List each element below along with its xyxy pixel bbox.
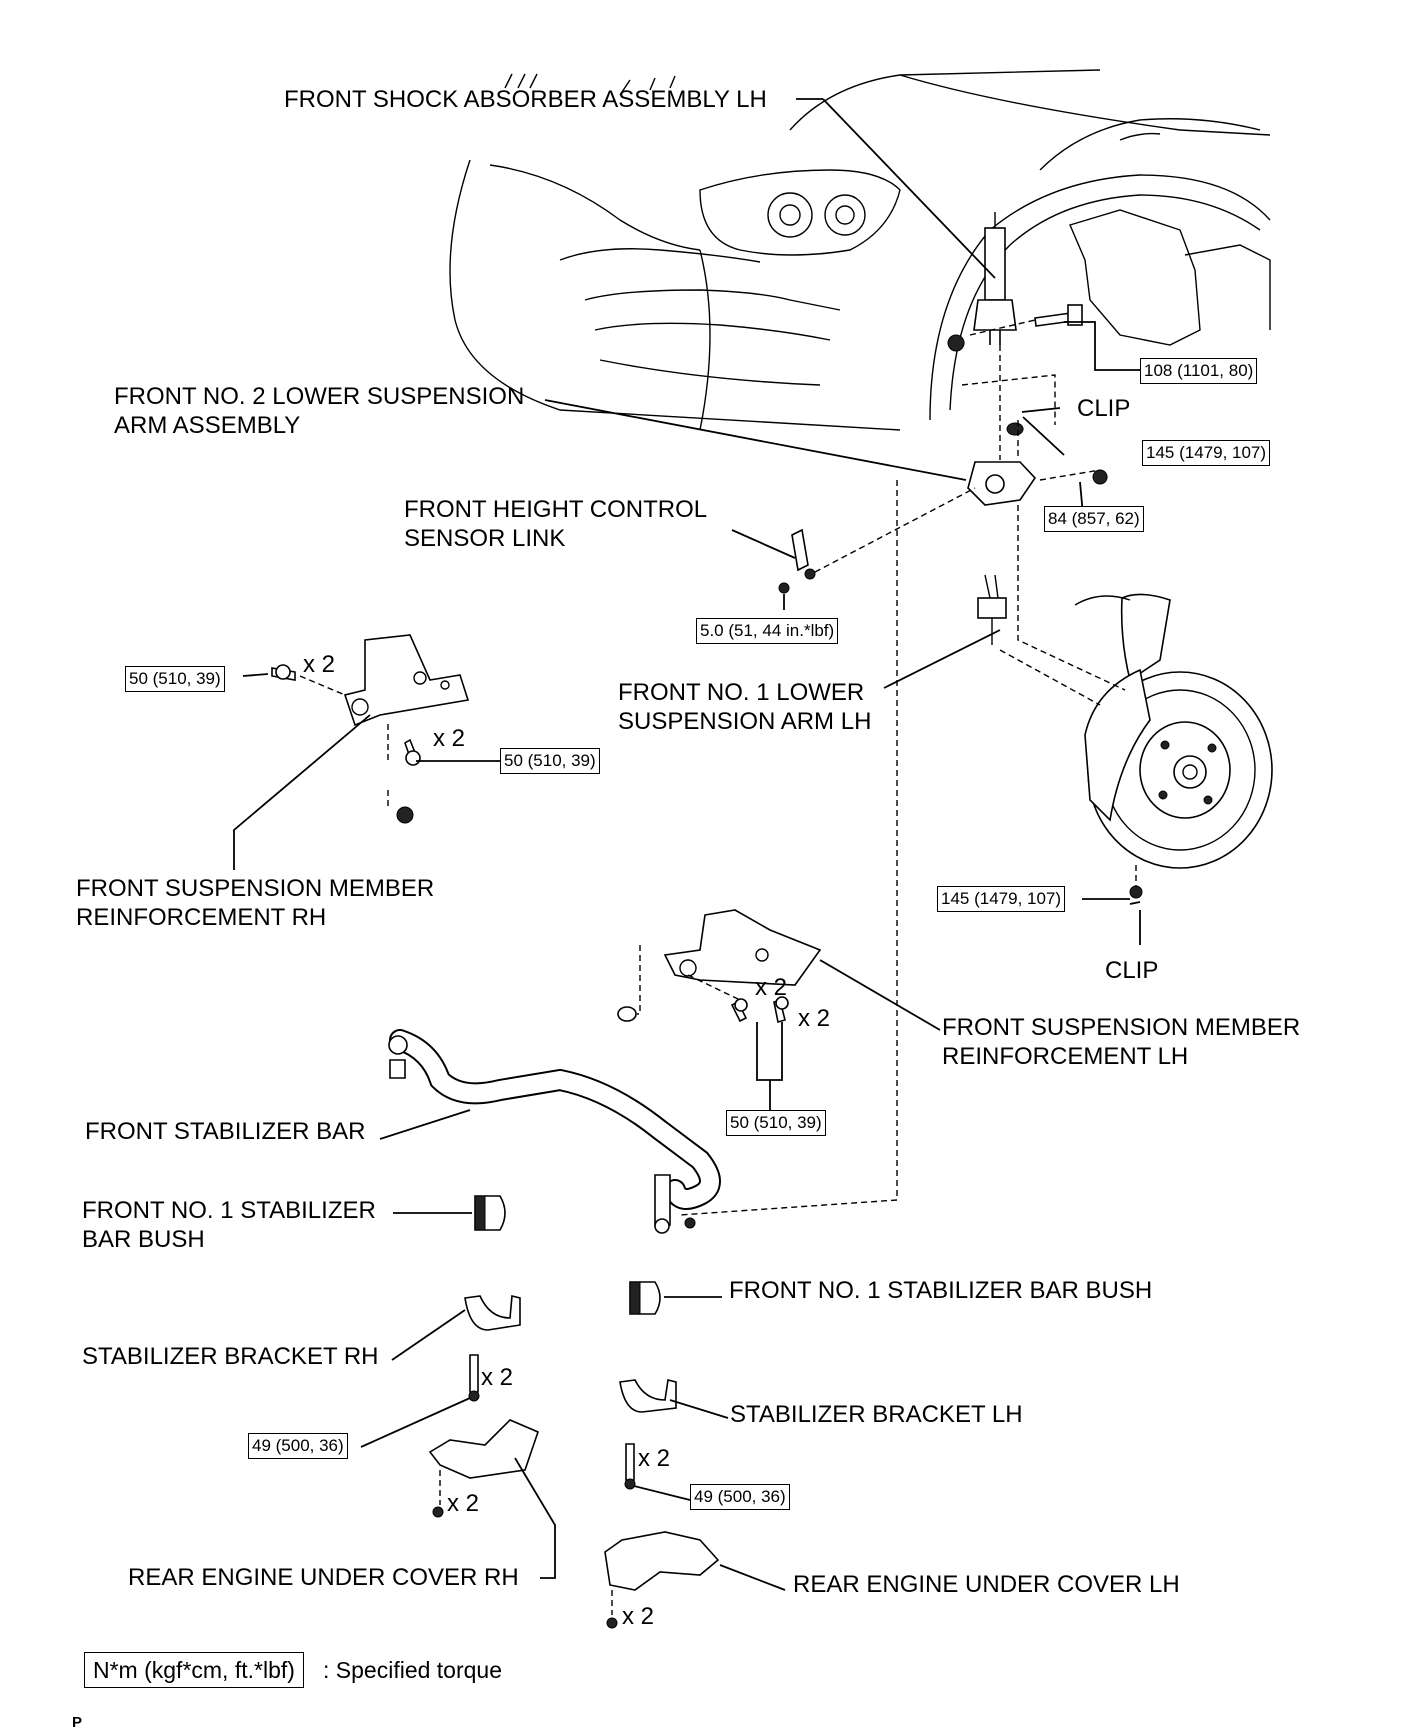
stabilizer-bar-bush-left xyxy=(474,1195,506,1231)
qty-bracket-rh: x 2 xyxy=(481,1364,514,1391)
label-reinforcement-rh-line2: REINFORCEMENT RH xyxy=(76,904,327,931)
qty-cover-rh: x 2 xyxy=(447,1490,480,1517)
steering-knuckle-and-rotor xyxy=(977,574,1273,905)
shock-absorber xyxy=(947,212,1083,352)
label-reinforcement-rh-line1: FRONT SUSPENSION MEMBER xyxy=(76,875,435,902)
label-stabilizer-bar: FRONT STABILIZER BAR xyxy=(85,1118,366,1145)
qty-reinf-rh-b: x 2 xyxy=(433,725,466,752)
label-shock-absorber: FRONT SHOCK ABSORBER ASSEMBLY LH xyxy=(284,86,767,113)
label-bracket-lh: STABILIZER BRACKET LH xyxy=(730,1401,1023,1428)
page-mark: P xyxy=(72,1714,83,1731)
no2-lower-arm xyxy=(967,407,1108,506)
label-bush-right: FRONT NO. 1 STABILIZER BAR BUSH xyxy=(729,1277,1153,1304)
torque-sensor-link-nut: 5.0 (51, 44 in.*lbf) xyxy=(696,618,839,644)
label-no2-lower-arm-line2: ARM ASSEMBLY xyxy=(114,412,301,439)
torque-ball-joint-nut-upper: 145 (1479, 107) xyxy=(1142,440,1271,466)
height-sensor-link xyxy=(778,528,816,594)
reinforcement-lh xyxy=(617,909,822,1024)
vehicle-front-outline xyxy=(449,69,1271,431)
label-under-cover-rh: REAR ENGINE UNDER COVER RH xyxy=(128,1564,519,1591)
label-bush-left-line2: BAR BUSH xyxy=(82,1226,205,1253)
qty-reinf-lh-a: x 2 xyxy=(755,974,788,1001)
label-height-sensor-line2: SENSOR LINK xyxy=(404,525,566,552)
label-clip-upper: CLIP xyxy=(1077,395,1131,422)
torque-reinf-lh-bolts: 50 (510, 39) xyxy=(726,1110,826,1136)
stabilizer-bar xyxy=(388,1029,721,1234)
torque-shock-bolt: 108 (1101, 80) xyxy=(1140,358,1258,384)
leader-lines xyxy=(233,98,1144,1591)
under-cover-lh xyxy=(604,1531,720,1629)
torque-arm-nut: 84 (857, 62) xyxy=(1044,506,1144,532)
torque-reinf-rh-bolt-a: 50 (510, 39) xyxy=(125,666,225,692)
label-reinforcement-lh-line1: FRONT SUSPENSION MEMBER xyxy=(942,1014,1301,1041)
label-bush-left-line1: FRONT NO. 1 STABILIZER xyxy=(82,1197,376,1224)
torque-reinf-rh-bolt-b: 50 (510, 39) xyxy=(500,748,600,774)
stabilizer-bracket-lh xyxy=(619,1379,677,1490)
stabilizer-bar-bush-right xyxy=(629,1281,661,1315)
torque-bracket-rh-bolts: 49 (500, 36) xyxy=(248,1433,348,1459)
legend-text: : Specified torque xyxy=(323,1657,503,1683)
label-no1-lower-arm-line1: FRONT NO. 1 LOWER xyxy=(618,679,865,706)
torque-ball-joint-nut-lower: 145 (1479, 107) xyxy=(937,886,1066,912)
qty-reinf-lh-b: x 2 xyxy=(798,1005,831,1032)
qty-cover-lh: x 2 xyxy=(622,1603,655,1630)
legend-unit-box: N*m (kgf*cm, ft.*lbf) xyxy=(84,1652,304,1688)
label-bracket-rh: STABILIZER BRACKET RH xyxy=(82,1343,379,1370)
qty-reinf-rh-a: x 2 xyxy=(303,651,336,678)
torque-bracket-lh-bolts: 49 (500, 36) xyxy=(690,1484,790,1510)
label-under-cover-lh: REAR ENGINE UNDER COVER LH xyxy=(793,1571,1180,1598)
qty-bracket-lh: x 2 xyxy=(638,1445,671,1472)
reinforcement-rh xyxy=(271,634,470,824)
stabilizer-bracket-rh xyxy=(464,1294,521,1402)
under-cover-rh xyxy=(428,1419,539,1518)
label-height-sensor-line1: FRONT HEIGHT CONTROL xyxy=(404,496,708,523)
label-reinforcement-lh-line2: REINFORCEMENT LH xyxy=(942,1043,1189,1070)
label-clip-lower: CLIP xyxy=(1105,957,1159,984)
label-no2-lower-arm-line1: FRONT NO. 2 LOWER SUSPENSION xyxy=(114,383,525,410)
label-no1-lower-arm-line2: SUSPENSION ARM LH xyxy=(618,708,872,735)
